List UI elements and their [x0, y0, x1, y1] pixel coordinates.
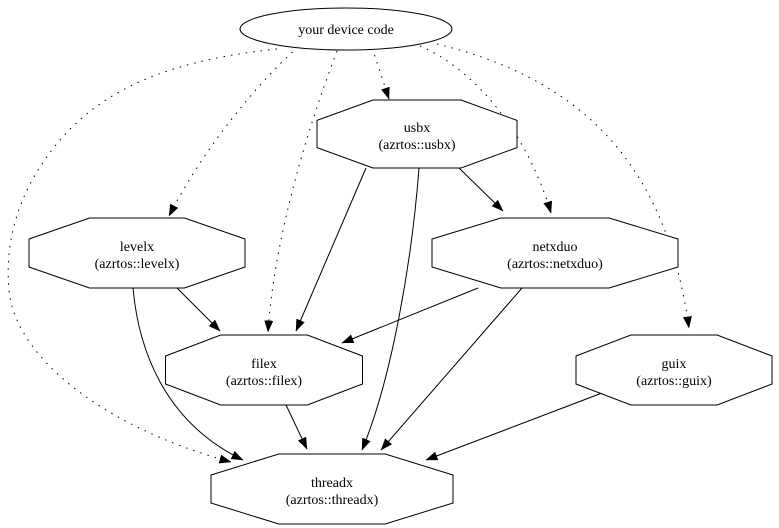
node-guix-shape	[575, 334, 773, 406]
edge-levelx-filex-line	[176, 287, 221, 332]
edge-usbx-threadx	[361, 167, 420, 451]
edge-device_code-threadx-line	[7, 48, 278, 464]
edge-levelx-filex	[176, 287, 221, 332]
node-threadx-shape	[210, 453, 454, 525]
node-usbx-label: usbx	[404, 121, 430, 136]
node-filex-label: filex	[251, 357, 277, 372]
edge-device_code-netxduo	[419, 45, 553, 214]
node-usbx-shape	[316, 99, 518, 169]
edge-device_code-levelx-line	[168, 46, 299, 217]
node-netxduo: netxduo(azrtos::netxduo)	[431, 217, 679, 289]
edge-usbx-filex-line	[295, 167, 367, 332]
edge-device_code-threadx	[7, 48, 278, 464]
node-device_code-label: your device code	[298, 23, 394, 38]
node-levelx-sublabel: (azrtos::levelx)	[95, 257, 180, 272]
edge-levelx-threadx-line	[132, 287, 244, 461]
node-netxduo-sublabel: (azrtos::netxduo)	[507, 257, 603, 272]
edge-levelx-threadx	[132, 287, 244, 461]
edge-netxduo-filex-line	[341, 287, 479, 344]
node-levelx-shape	[28, 217, 246, 289]
node-threadx-label: threadx	[311, 476, 353, 491]
edge-netxduo-filex	[341, 287, 479, 344]
node-filex-sublabel: (azrtos::filex)	[226, 374, 303, 389]
edge-filex-threadx-line	[285, 404, 308, 450]
edge-usbx-threadx-line	[361, 167, 420, 451]
node-guix: guix(azrtos::guix)	[575, 334, 773, 406]
node-threadx-sublabel: (azrtos::threadx)	[286, 493, 379, 508]
edge-netxduo-threadx	[380, 287, 523, 451]
edge-device_code-netxduo-line	[419, 45, 553, 214]
edge-device_code-levelx	[168, 46, 299, 217]
node-device_code: your device code	[239, 7, 453, 51]
edge-guix-threadx	[425, 392, 603, 461]
edge-netxduo-threadx-line	[380, 287, 523, 451]
node-netxduo-label: netxduo	[532, 240, 577, 255]
node-device_code-shape	[239, 7, 453, 51]
node-usbx: usbx(azrtos::usbx)	[316, 99, 518, 169]
edge-device_code-usbx-line	[371, 47, 390, 100]
node-guix-label: guix	[662, 357, 687, 372]
edge-device_code-filex-line	[264, 50, 338, 333]
edge-device_code-usbx	[371, 47, 390, 100]
edge-filex-threadx	[285, 404, 308, 450]
node-filex-shape	[165, 334, 363, 406]
node-netxduo-shape	[431, 217, 679, 289]
edge-device_code-filex	[264, 50, 338, 333]
node-guix-sublabel: (azrtos::guix)	[636, 374, 712, 389]
node-usbx-sublabel: (azrtos::usbx)	[379, 138, 456, 153]
node-levelx-label: levelx	[120, 240, 154, 255]
edge-guix-threadx-line	[425, 392, 603, 461]
node-levelx: levelx(azrtos::levelx)	[28, 217, 246, 289]
edge-usbx-filex	[295, 167, 367, 332]
edge-usbx-netxduo-line	[458, 167, 504, 212]
edge-usbx-netxduo	[458, 167, 504, 212]
node-threadx: threadx(azrtos::threadx)	[210, 453, 454, 525]
node-filex: filex(azrtos::filex)	[165, 334, 363, 406]
